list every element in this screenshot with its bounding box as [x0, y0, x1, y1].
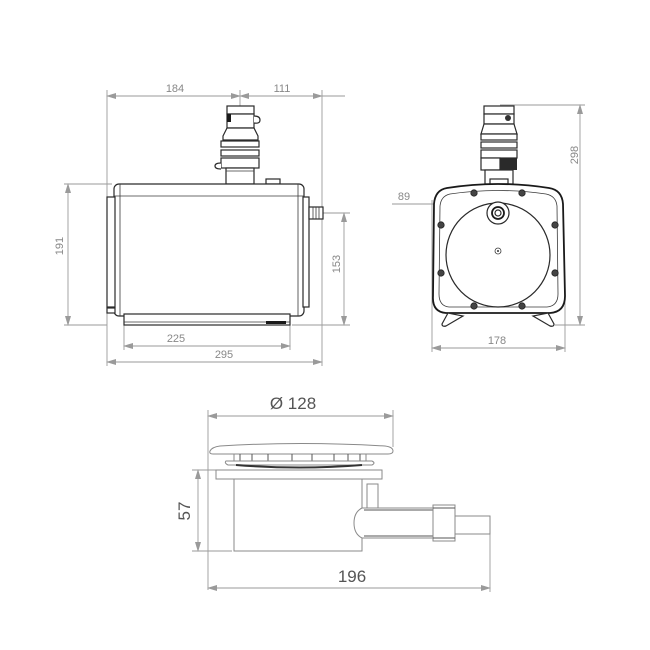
dim-label-184: 184 [166, 83, 184, 95]
dim-label-196: 196 [338, 567, 366, 586]
dim-label-153: 153 [331, 255, 343, 273]
bolt [437, 221, 445, 229]
pump-body-side [106, 183, 324, 326]
dim-label-178: 178 [488, 335, 506, 347]
bolt [551, 221, 559, 229]
drain-spigot [454, 515, 491, 535]
dim-label-225: 225 [167, 333, 185, 345]
drain-cover-cap [209, 443, 394, 455]
drain-view: Ø 128 57 196 [175, 394, 491, 592]
dim-label-295: 295 [215, 349, 233, 361]
dim-label-111: 111 [274, 83, 291, 95]
bolt [551, 269, 559, 277]
vent-cap [265, 178, 281, 185]
side-view: 184 111 191 153 225 295 [54, 83, 350, 366]
bolt [518, 302, 526, 310]
bolt [470, 189, 478, 197]
drain-flange [215, 469, 383, 480]
dim-label-298: 298 [569, 146, 581, 164]
dim-label-191: 191 [54, 237, 66, 255]
dim-label-57: 57 [175, 502, 194, 521]
dim-label-diameter-128: Ø 128 [270, 394, 316, 413]
foot-left [441, 312, 465, 327]
drain-outlet-pipe [353, 507, 434, 539]
front-pipe-connector [480, 105, 518, 185]
bolt [518, 189, 526, 197]
front-view: 298 89 178 [392, 104, 585, 352]
dim-label-89: 89 [398, 191, 410, 203]
bolt [470, 302, 478, 310]
shower-drain-body [209, 443, 491, 552]
discharge-pipe-connector [214, 105, 261, 185]
pump-body-front [432, 183, 566, 327]
bolt [437, 269, 445, 277]
foot-right [531, 312, 555, 327]
drain-nut [432, 504, 456, 542]
